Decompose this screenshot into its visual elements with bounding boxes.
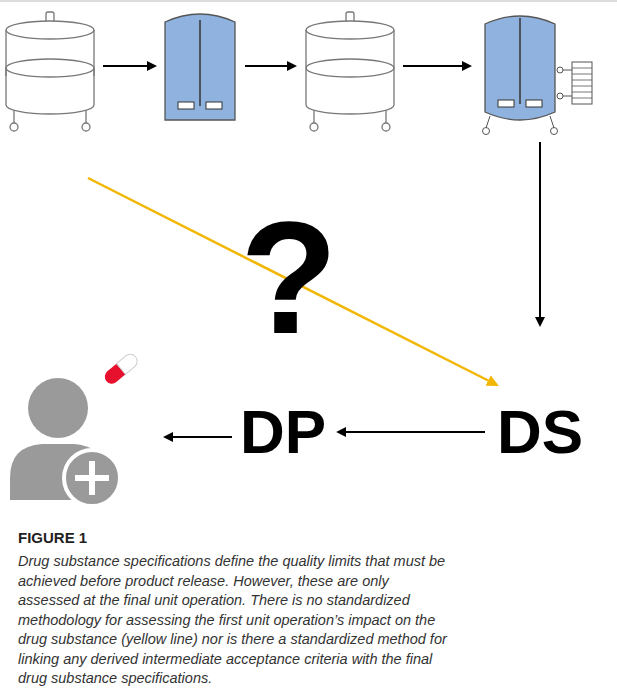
figure-caption: Drug substance specifications define the…: [18, 552, 448, 688]
cart-vessel: [6, 12, 94, 131]
stage-text: DS: [497, 401, 583, 463]
yellow-line: [88, 178, 497, 385]
top-rule: [0, 1, 617, 2]
question-mark: ?: [240, 198, 338, 358]
figure-title: FIGURE 1: [18, 529, 87, 546]
patient-icon: [10, 378, 120, 506]
stage-label: DS: [489, 397, 591, 467]
pill-icon: [102, 351, 140, 386]
flow-arrow: [338, 431, 485, 433]
cart-vessel: [306, 12, 394, 131]
process-arrow: [103, 66, 540, 437]
stirred-tank: [165, 14, 235, 120]
bioreactor: [483, 16, 593, 135]
stage-label: DP: [232, 397, 334, 467]
stage-text: DP: [240, 401, 326, 463]
